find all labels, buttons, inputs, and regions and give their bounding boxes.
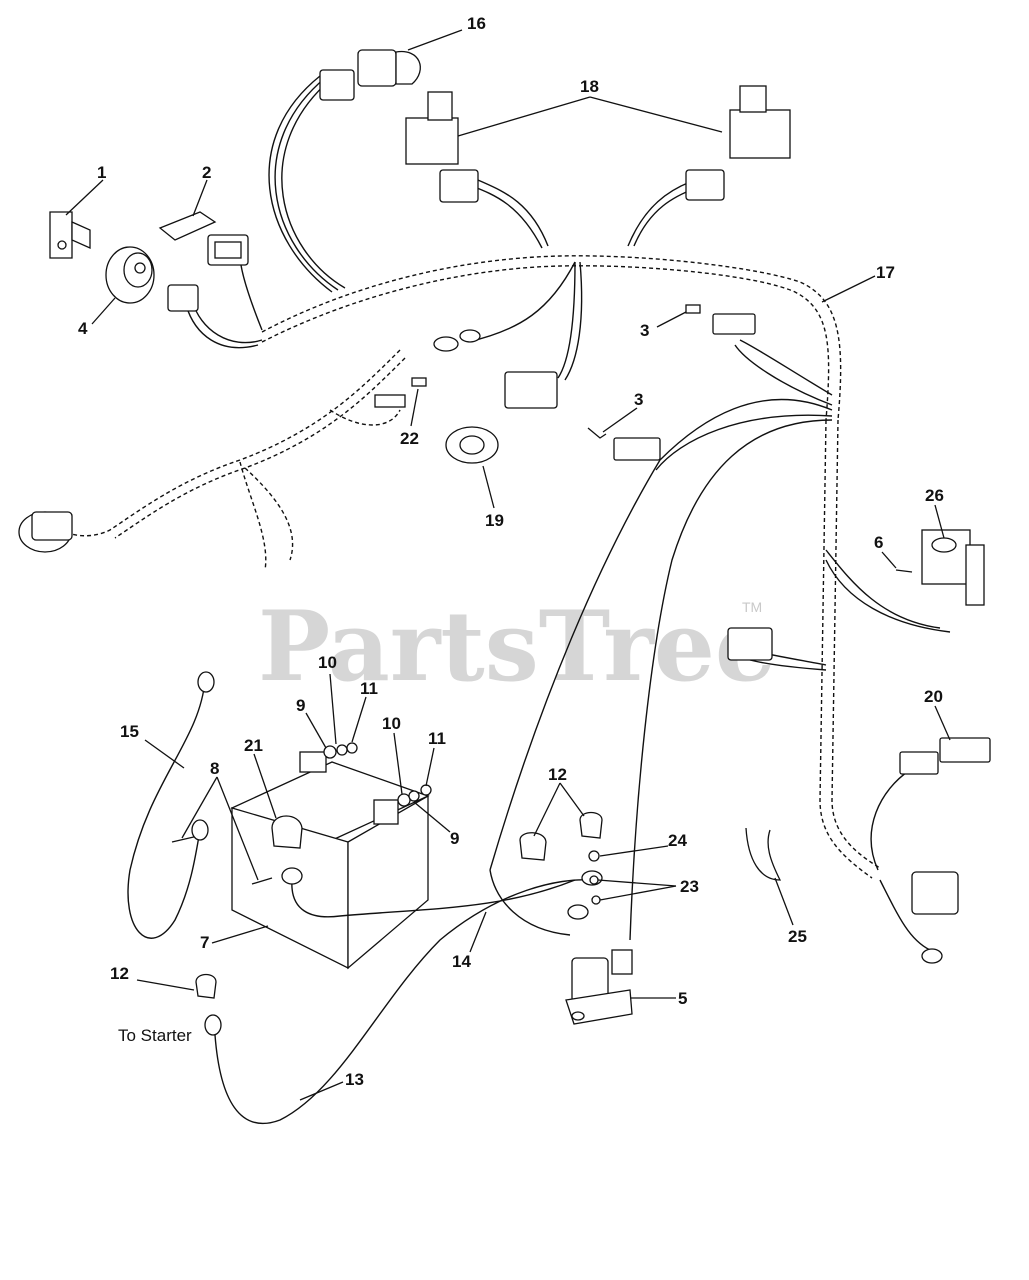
ring-terminals-center <box>433 329 481 352</box>
part-clip-25 <box>745 827 782 881</box>
part-cap-12-lower <box>195 973 217 999</box>
part-switch-2 <box>158 211 249 266</box>
part-terminal-3-lower <box>587 427 607 439</box>
callout-26: 26 <box>925 486 944 505</box>
part-solenoid-5 <box>565 949 633 1025</box>
callout-9-upper: 9 <box>296 696 305 715</box>
callout-11-lower: 11 <box>428 729 446 748</box>
dashed-sub-harness <box>59 349 406 571</box>
callout-12-lower: 12 <box>110 964 129 983</box>
callout-23: 23 <box>680 877 699 896</box>
callout-19: 19 <box>485 511 504 530</box>
watermark: PartsTree <box>258 590 776 703</box>
part-cable-15 <box>127 679 206 939</box>
callout-25: 25 <box>788 927 807 946</box>
part-interlock-switch-18-left <box>405 91 479 203</box>
callout-15: 15 <box>120 722 139 741</box>
connector-right-mid <box>727 627 773 661</box>
washers-nuts <box>323 742 432 807</box>
connector-center <box>504 371 558 409</box>
part-bracket-1 <box>49 211 91 259</box>
callout-21: 21 <box>244 736 263 755</box>
part-cable-13 <box>214 879 591 1125</box>
callout-13: 13 <box>345 1070 364 1089</box>
connector-3-lower <box>613 437 661 461</box>
to-starter-note: To Starter <box>118 1026 192 1045</box>
part-cap-12-right <box>579 811 603 839</box>
part-terminal-3-upper <box>685 304 701 314</box>
callout-4: 4 <box>78 319 88 338</box>
callout-6: 6 <box>874 533 883 552</box>
part-bolt-8b <box>251 877 273 885</box>
callout-20: 20 <box>924 687 943 706</box>
connector-3-upper <box>712 313 756 335</box>
callout-5: 5 <box>678 989 687 1008</box>
dashed-plug <box>374 394 406 408</box>
part-washer-23b <box>591 895 601 905</box>
callout-3-upper: 3 <box>640 321 649 340</box>
ring-terminal-right <box>921 948 943 964</box>
connector-plug-left <box>167 284 199 312</box>
part-washer-23a <box>589 875 599 885</box>
part-cable-14 <box>291 879 576 918</box>
part-screw-6 <box>895 569 913 573</box>
callout-24: 24 <box>668 831 687 850</box>
part-nut-24 <box>588 850 600 862</box>
callout-14: 14 <box>452 952 471 971</box>
callout-22: 22 <box>400 429 419 448</box>
part-interlock-switch-18-right <box>685 85 791 201</box>
callout-16: 16 <box>467 14 486 33</box>
callout-12-upper: 12 <box>548 765 567 784</box>
callout-18: 18 <box>580 77 599 96</box>
part-terminal-22 <box>411 377 427 387</box>
part-connector-16 <box>319 49 421 101</box>
connector-right-lower <box>911 871 959 915</box>
callout-17: 17 <box>876 263 895 282</box>
callout-10-lower: 10 <box>382 714 401 733</box>
part-battery-21 <box>230 751 430 970</box>
callout-labels: 1 2 4 16 18 17 3 3 22 19 26 6 20 15 8 21… <box>78 14 944 1089</box>
callout-7: 7 <box>200 933 209 952</box>
callout-10-upper: 10 <box>318 653 337 672</box>
wire-to-16 <box>281 79 346 289</box>
callout-11-upper: 11 <box>360 679 378 698</box>
main-harness <box>261 255 881 879</box>
callout-2: 2 <box>202 163 211 182</box>
callout-8: 8 <box>210 759 219 778</box>
part-cap-12-left <box>519 832 547 861</box>
part-connector-20 <box>899 737 991 775</box>
part-ignition-switch-4 <box>105 246 155 304</box>
leader-lines <box>65 29 951 1101</box>
callout-3-lower: 3 <box>634 390 643 409</box>
callout-1: 1 <box>97 163 106 182</box>
part-module-19 <box>445 426 499 464</box>
part-relay-26 <box>921 529 985 606</box>
watermark-trademark: TM <box>742 599 762 615</box>
callout-9-lower: 9 <box>450 829 459 848</box>
